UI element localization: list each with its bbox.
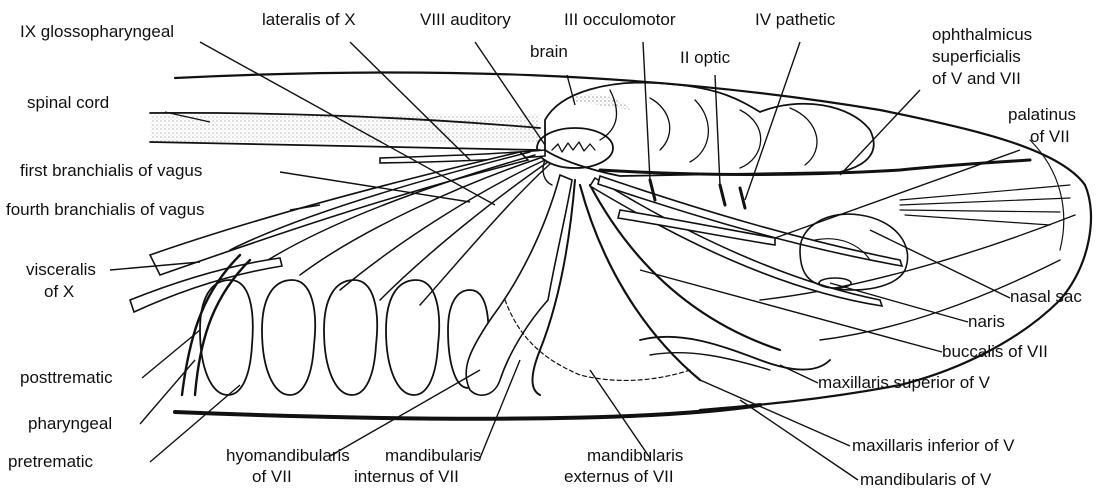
label-visceralis-2: of X [44, 282, 74, 301]
label-auditory: VIII auditory [420, 10, 511, 29]
label-pathetic: IV pathetic [755, 10, 836, 29]
label-first-branchialis: first branchialis of vagus [20, 161, 202, 180]
label-mandibularis-externus-1: mandibularis [587, 446, 683, 465]
label-palatinus-1: palatinus [1008, 105, 1076, 124]
label-mandibularis-internus-2: internus of VII [354, 467, 459, 486]
label-ophthalmicus-1: ophthalmicus [932, 25, 1032, 44]
label-ophthalmicus-2: superficialis [932, 47, 1021, 66]
label-optic: II optic [680, 48, 731, 67]
hyomandibular-complex [466, 175, 780, 395]
label-palatinus-2: of VII [1030, 127, 1070, 146]
label-spinal-cord: spinal cord [27, 93, 109, 112]
ophthalmicus-nerve [600, 160, 1030, 175]
maxillary-bundle [590, 176, 902, 370]
label-hyomandibularis-1: hyomandibularis [226, 446, 350, 465]
brain [545, 83, 874, 176]
label-lateralis: lateralis of X [262, 10, 356, 29]
label-brain: brain [530, 42, 568, 61]
snout-rays [900, 185, 1070, 225]
label-maxillaris-inferior: maxillaris inferior of V [852, 436, 1015, 455]
label-naris: naris [968, 312, 1005, 331]
label-mandibularis-internus-1: mandibularis [385, 446, 481, 465]
label-glossopharyngeal: IX glossopharyngeal [20, 22, 174, 41]
label-maxillaris-superior: maxillaris superior of V [818, 373, 991, 392]
label-pretrematic: pretrematic [8, 452, 94, 471]
label-mandibularis-externus-2: externus of VII [564, 467, 674, 486]
label-fourth-branchialis: fourth branchialis of vagus [6, 200, 204, 219]
label-visceralis-1: visceralis [26, 260, 96, 279]
label-nasal-sac: nasal sac [1010, 287, 1082, 306]
label-posttrematic: posttrematic [20, 368, 113, 387]
label-buccalis: buccalis of VII [942, 342, 1048, 361]
label-ophthalmicus-3: of V and VII [932, 69, 1021, 88]
spinal-cord [150, 113, 540, 150]
label-mandibularis-v: mandibularis of V [860, 470, 992, 489]
label-occulomotor: III occulomotor [564, 10, 676, 29]
label-hyomandibularis-2: of VII [252, 467, 292, 486]
label-pharyngeal: pharyngeal [28, 414, 112, 433]
